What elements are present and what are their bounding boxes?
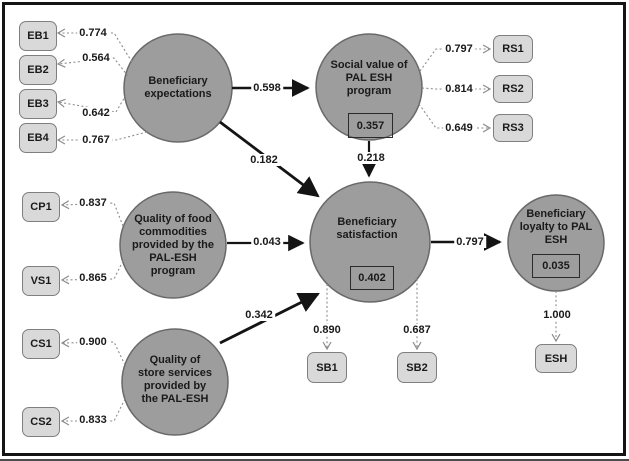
latent-label-beneficiary-expectations: Beneficiary expectations (144, 75, 212, 100)
latent-label-loyalty: Beneficiary loyalty to PAL ESH (519, 207, 593, 246)
loading-value-cs2: 0.833 (77, 414, 109, 426)
path-coefficient-social-value-to-satisfaction: 0.218 (355, 152, 387, 164)
indicator-box-rs1: RS1 (493, 35, 533, 63)
page-bottom-rule (0, 459, 629, 461)
indicator-box-vs1: VS1 (22, 266, 60, 296)
latent-label-store-quality: Quality of store services provided by th… (138, 354, 212, 405)
path-coefficient-store-quality-to-satisfaction: 0.342 (243, 309, 275, 321)
loading-arrow-eb3 (56, 94, 127, 113)
indicator-box-rs2: RS2 (493, 75, 533, 103)
loading-arrow-eb4 (56, 131, 148, 145)
latent-circle-store-quality (121, 328, 229, 436)
r2-box-social-value: 0.357 (348, 113, 393, 138)
loading-value-cs1: 0.900 (77, 336, 109, 348)
loading-value-rs2: 0.814 (443, 83, 475, 95)
loading-value-eb3: 0.642 (80, 107, 112, 119)
path-coefficient-food-quality-to-satisfaction: 0.043 (251, 236, 283, 248)
latent-label-food-quality: Quality of food commodities provided by … (132, 212, 214, 277)
loading-value-rs1: 0.797 (443, 43, 475, 55)
r2-box-beneficiary-satisfaction: 0.402 (350, 266, 394, 290)
latent-label-social-value: Social value of PAL ESH program (330, 58, 408, 97)
indicator-box-cs1: CS1 (22, 329, 60, 359)
indicator-box-eb2: EB2 (19, 55, 57, 85)
indicator-box-esh: ESH (535, 344, 577, 373)
r2-box-loyalty: 0.035 (532, 254, 580, 278)
latent-circle-food-quality (119, 191, 227, 299)
indicator-box-cs2: CS2 (22, 407, 60, 437)
loading-value-cp1: 0.837 (77, 197, 109, 209)
indicator-box-sb1: SB1 (307, 352, 347, 383)
figure-border (2, 2, 626, 456)
indicator-box-cp1: CP1 (22, 192, 60, 222)
path-coefficient-satisfaction-to-loyalty: 0.797 (454, 236, 486, 248)
indicator-box-sb2: SB2 (397, 352, 437, 383)
indicator-box-eb3: EB3 (19, 89, 57, 119)
loading-value-eb2: 0.564 (80, 52, 112, 64)
path-coefficient-expectations-to-satisfaction: 0.182 (248, 154, 280, 166)
loading-value-sb1: 0.890 (311, 324, 343, 336)
loading-arrow-rs3 (418, 103, 492, 133)
loading-value-sb2: 0.687 (401, 324, 433, 336)
loading-arrow-eb1 (56, 28, 133, 63)
loading-value-eb4: 0.767 (80, 134, 112, 146)
latent-circle-social-value (315, 33, 423, 141)
loading-value-esh: 1.000 (541, 309, 573, 321)
loading-value-rs3: 0.649 (443, 122, 475, 134)
indicator-box-eb4: EB4 (19, 123, 57, 153)
latent-label-beneficiary-satisfaction: Beneficiary satisfaction (336, 216, 398, 241)
indicator-box-eb1: EB1 (19, 21, 57, 51)
loading-value-vs1: 0.865 (77, 272, 109, 284)
loading-arrow-eb2 (56, 57, 129, 77)
path-coefficient-expectations-to-social-value: 0.598 (251, 82, 283, 94)
indicator-box-rs3: RS3 (493, 114, 533, 142)
latent-circle-beneficiary-satisfaction (309, 181, 431, 303)
loading-value-eb1: 0.774 (77, 27, 109, 39)
